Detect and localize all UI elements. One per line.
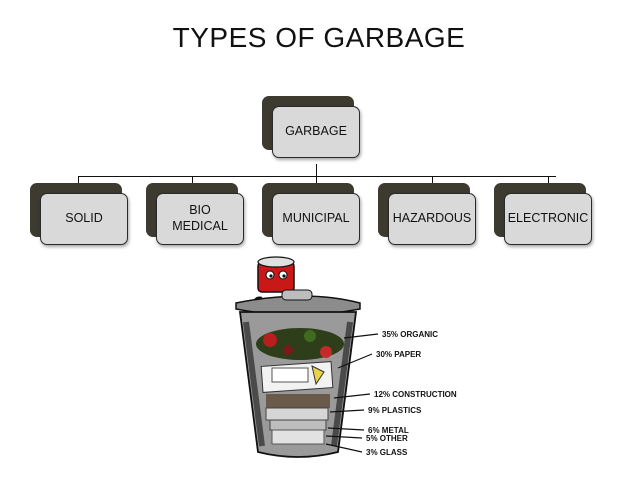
node-garbage-label: GARBAGE bbox=[272, 106, 360, 158]
connector-hazardous bbox=[432, 176, 433, 184]
connector-electronic bbox=[548, 176, 549, 184]
label-construction: 12% CONSTRUCTION bbox=[374, 390, 457, 399]
label-organic: 35% ORGANIC bbox=[382, 330, 438, 339]
label-plastics: 9% PLASTICS bbox=[368, 406, 422, 415]
page-title: TYPES OF GARBAGE bbox=[172, 22, 466, 53]
garbage-contents bbox=[256, 328, 344, 445]
can-character-icon bbox=[253, 256, 301, 303]
node-garbage: GARBAGE bbox=[262, 96, 360, 158]
connector-root-down bbox=[316, 164, 317, 176]
label-paper: 30% PAPER bbox=[376, 350, 421, 359]
connector-solid bbox=[78, 176, 79, 184]
label-other: 5% OTHER bbox=[366, 434, 408, 443]
node-bio-medical-label: BIO MEDICAL bbox=[156, 193, 244, 245]
node-electronic: ELECTRONIC bbox=[494, 183, 592, 245]
label-metal: 6% METAL bbox=[368, 426, 409, 435]
connector-bio-medical bbox=[192, 176, 193, 184]
node-hazardous: HAZARDOUS bbox=[378, 183, 476, 245]
node-electronic-label: ELECTRONIC bbox=[504, 193, 592, 245]
trash-can-icon bbox=[235, 289, 361, 458]
node-hazardous-label: HAZARDOUS bbox=[388, 193, 476, 245]
node-municipal: MUNICIPAL bbox=[262, 183, 360, 245]
connector-municipal bbox=[316, 176, 317, 184]
node-bio-medical: BIO MEDICAL bbox=[146, 183, 244, 245]
connector-horizontal bbox=[78, 176, 556, 177]
node-solid: SOLID bbox=[30, 183, 128, 245]
node-solid-label: SOLID bbox=[40, 193, 128, 245]
node-municipal-label: MUNICIPAL bbox=[272, 193, 360, 245]
pointer-lines bbox=[325, 333, 379, 453]
label-glass: 3% GLASS bbox=[366, 448, 408, 457]
